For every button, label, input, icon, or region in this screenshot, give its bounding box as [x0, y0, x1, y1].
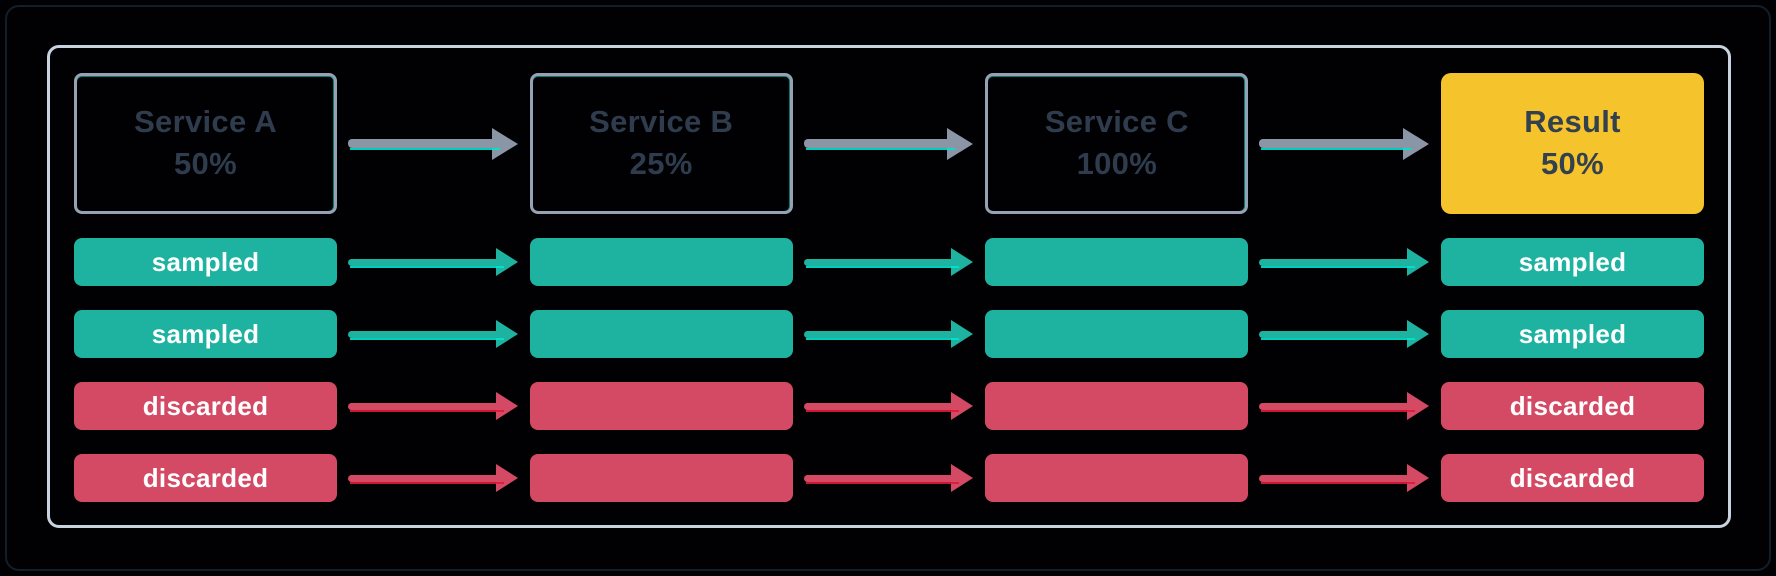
trace-bar-discarded [529, 382, 793, 430]
trace-arrow-right-icon [337, 464, 530, 492]
trace-bar-sampled [529, 238, 793, 286]
trace-bar-discarded: discarded [74, 454, 337, 502]
trace-bar-discarded: discarded [74, 382, 337, 430]
trace-arrow-right-icon [1248, 392, 1441, 420]
arrowhead-icon [951, 392, 974, 420]
arrowhead-icon [495, 464, 518, 492]
arrowhead-icon [951, 320, 974, 348]
trace-arrow-right-icon [793, 464, 986, 492]
trace-bar-sampled: sampled [1441, 238, 1704, 286]
arrow-shaft [803, 139, 955, 150]
trace-bar-label: discarded [1509, 462, 1636, 493]
trace-bar-sampled: sampled [74, 310, 337, 358]
arrow-shaft [1259, 402, 1415, 412]
arrowhead-icon [495, 392, 518, 420]
arrow-shaft [1259, 330, 1415, 340]
stage-name: Service A [134, 104, 277, 140]
arrow-shaft [803, 474, 959, 484]
stage-arrow-right-icon [337, 127, 530, 160]
arrowhead-icon [947, 127, 974, 160]
arrowhead-icon [491, 127, 518, 160]
arrowhead-icon [1407, 320, 1429, 348]
trace-bar-label: discarded [142, 462, 269, 493]
arrow-shaft [1259, 474, 1415, 484]
arrowhead-icon [495, 320, 518, 348]
arrowhead-icon [495, 248, 518, 276]
trace-arrow-right-icon [337, 248, 530, 276]
arrow-shaft [1259, 139, 1411, 150]
trace-bar-sampled [985, 238, 1249, 286]
trace-bar-sampled [985, 310, 1249, 358]
trace-bar-label: sampled [1518, 318, 1627, 349]
stage-name: Service B [589, 104, 734, 140]
arrow-shaft [803, 330, 959, 340]
trace-bar-sampled: sampled [74, 238, 337, 286]
diagram-grid: Service A 50% Service B 25% Service C 100% Res… [50, 48, 1728, 525]
trace-arrow-right-icon [793, 248, 986, 276]
stage-rate: 50% [174, 146, 237, 181]
arrowhead-icon [1407, 464, 1429, 492]
trace-bar-discarded [985, 454, 1249, 502]
trace-bar-label: sampled [151, 246, 260, 277]
arrowhead-icon [951, 464, 974, 492]
trace-bar-discarded: discarded [1441, 454, 1704, 502]
trace-bar-discarded [985, 382, 1249, 430]
arrow-shaft [803, 402, 959, 412]
trace-bar-label: discarded [1509, 390, 1636, 421]
trace-bar-label: discarded [142, 390, 269, 421]
trace-bar-sampled [529, 310, 793, 358]
arrow-shaft [348, 474, 504, 484]
trace-arrow-right-icon [793, 320, 986, 348]
arrow-shaft [803, 258, 959, 268]
arrow-shaft [348, 402, 504, 412]
trace-bar-discarded [529, 454, 793, 502]
arrowhead-icon [1403, 127, 1429, 160]
arrowhead-icon [951, 248, 974, 276]
trace-bar-discarded: discarded [1441, 382, 1704, 430]
stage-box-result: Result 50% [1441, 73, 1704, 214]
stage-name: Result [1524, 104, 1621, 140]
arrow-shaft [348, 139, 500, 150]
arrow-shaft [1259, 258, 1415, 268]
stage-name: Service C [1044, 104, 1189, 140]
arrowhead-icon [1407, 248, 1429, 276]
stage-rate: 25% [629, 146, 693, 181]
trace-arrow-right-icon [337, 392, 530, 420]
trace-arrow-right-icon [1248, 320, 1441, 348]
diagram-frame: Service A 50% Service B 25% Service C 100% Res… [47, 45, 1731, 528]
arrow-shaft [348, 330, 504, 340]
stage-box-service-a: Service A 50% [74, 73, 337, 214]
arrow-shaft [348, 258, 504, 268]
trace-bar-label: sampled [151, 318, 260, 349]
stage-rate: 100% [1076, 146, 1158, 181]
trace-arrow-right-icon [1248, 464, 1441, 492]
trace-arrow-right-icon [337, 320, 530, 348]
trace-bar-label: sampled [1518, 246, 1627, 277]
trace-arrow-right-icon [793, 392, 986, 420]
stage-arrow-right-icon [1248, 127, 1441, 160]
trace-arrow-right-icon [1248, 248, 1441, 276]
stage-arrow-right-icon [793, 127, 986, 160]
trace-bar-sampled: sampled [1441, 310, 1704, 358]
stage-box-service-b: Service B 25% [529, 73, 793, 214]
stage-box-service-c: Service C 100% [985, 73, 1249, 214]
stage-rate: 50% [1541, 146, 1604, 181]
arrowhead-icon [1407, 392, 1429, 420]
